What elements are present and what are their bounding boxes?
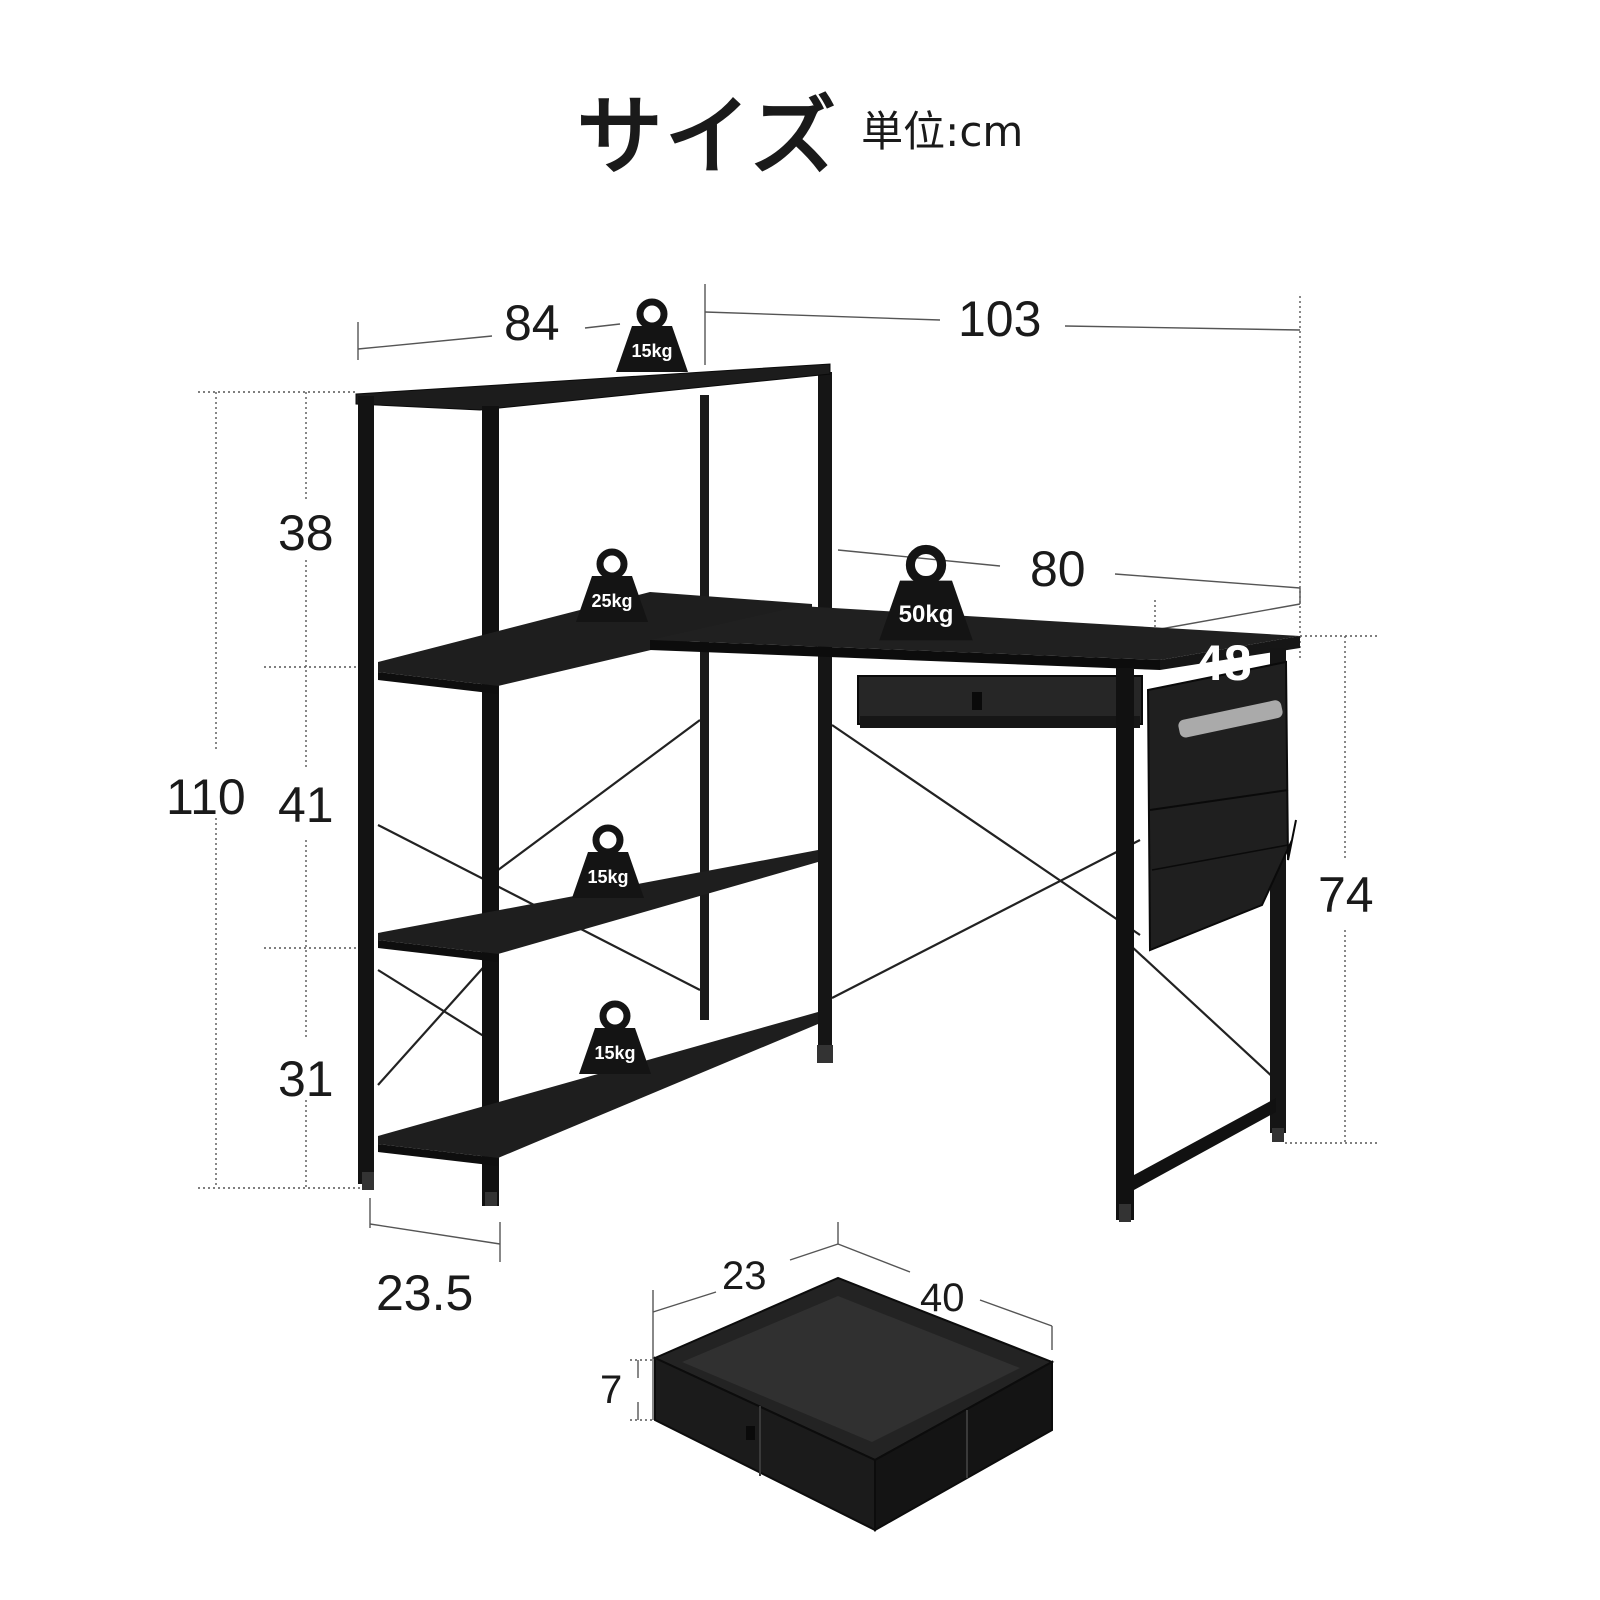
desk-frame	[355, 363, 1300, 1222]
kettlebell-weight-icon	[579, 1004, 651, 1074]
dim-desk-height: 74	[1318, 867, 1374, 923]
weight-badge-desk-shelf: 25kg	[576, 552, 648, 622]
dim-drawer-height: 7	[600, 1368, 623, 1412]
page-title: サイズ	[576, 87, 839, 187]
drawer-box	[652, 1276, 1055, 1532]
kettlebell-weight-icon	[576, 552, 648, 622]
dimension-lines	[198, 284, 1380, 1421]
weight-badge-desk-top: 50kg	[879, 549, 973, 640]
weight-label-bottom-shelf: 15kg	[594, 1043, 635, 1063]
weight-badge-middle-shelf: 15kg	[572, 828, 644, 898]
kettlebell-weight-icon	[572, 828, 644, 898]
weight-label-top-shelf: 15kg	[631, 341, 672, 361]
weight-badge-bottom-shelf: 15kg	[579, 1004, 651, 1074]
dim-shelf-depth: 23.5	[376, 1265, 474, 1321]
weight-label-desk-shelf: 25kg	[591, 591, 632, 611]
dim-total-height: 110	[166, 769, 246, 825]
dim-desk-depth: 48	[1196, 635, 1252, 691]
dim-shelf-tier-top: 38	[278, 505, 334, 561]
dim-drawer-depth: 23	[722, 1254, 767, 1298]
dim-desk-total-width: 103	[958, 291, 1042, 347]
dim-drawer-width: 40	[920, 1276, 965, 1320]
kettlebell-weight-icon	[616, 302, 688, 372]
dim-shelf-tier-bottom: 31	[278, 1051, 334, 1107]
title-bar: サイズ 単位:cm	[0, 66, 1600, 191]
dim-shelf-width: 84	[504, 295, 560, 351]
weight-label-desk-top: 50kg	[899, 601, 954, 628]
dim-desk-width: 80	[1030, 541, 1086, 597]
weight-badge-top-shelf: 15kg	[616, 302, 688, 372]
unit-label: 単位:cm	[861, 107, 1024, 156]
weight-label-middle-shelf: 15kg	[587, 867, 628, 887]
dim-shelf-tier-middle: 41	[278, 777, 334, 833]
